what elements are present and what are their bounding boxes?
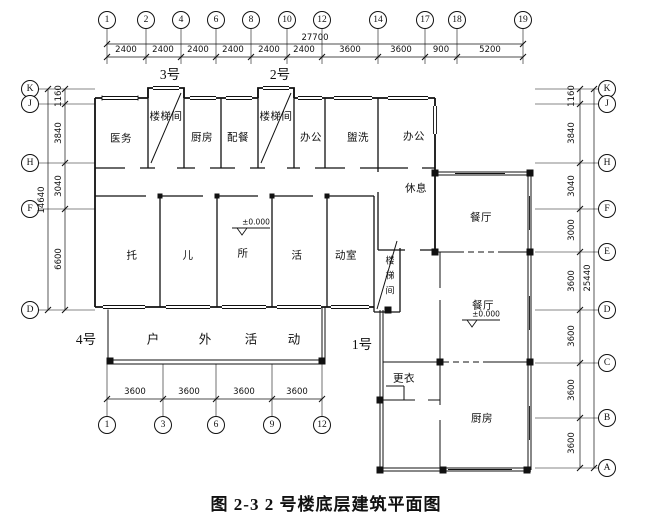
- unit-label: 2号: [269, 67, 291, 82]
- dim-label: 900: [432, 45, 450, 55]
- axis-circle: 8: [242, 11, 260, 29]
- dim-label: 3600: [124, 387, 146, 397]
- outdoor-label-char: 动: [287, 332, 301, 347]
- dim-label: 2400: [115, 45, 137, 55]
- axis-circle: 1: [98, 11, 116, 29]
- axis-circle: E: [598, 243, 616, 261]
- dim-label: 25440: [583, 264, 593, 292]
- dim-label: 2400: [258, 45, 280, 55]
- unit-label: 1号: [351, 337, 373, 352]
- axis-circle: 9: [263, 416, 281, 434]
- outdoor-label-char: 户: [146, 332, 160, 347]
- dim-label: 1160: [567, 85, 577, 107]
- axis-circle: 19: [514, 11, 532, 29]
- axis-circle: H: [21, 154, 39, 172]
- stair-label-char: 间: [385, 285, 395, 296]
- axis-circle: 10: [278, 11, 296, 29]
- dim-label: 3840: [567, 122, 577, 144]
- room-label: 盥洗: [347, 132, 369, 144]
- dim-label: 3600: [339, 45, 361, 55]
- dim-label: 2400: [187, 45, 209, 55]
- axis-circle: 17: [416, 11, 434, 29]
- dim-label: 14640: [37, 186, 47, 214]
- stair-label-char: 楼: [385, 255, 395, 266]
- dim-label: 3600: [233, 387, 255, 397]
- dim-label: 3600: [567, 379, 577, 401]
- outdoor-label-char: 外: [198, 332, 212, 347]
- dim-label: 27700: [301, 33, 329, 43]
- terrace-outline: [107, 307, 326, 365]
- dim-label: 1160: [54, 85, 64, 107]
- axis-circle: 2: [137, 11, 155, 29]
- dim-label: 2400: [222, 45, 244, 55]
- interior-partitions: [95, 88, 435, 313]
- axis-circle: C: [598, 354, 616, 372]
- room-label: 儿: [182, 250, 194, 262]
- room-label: 楼梯间: [259, 111, 293, 123]
- room-label: 办公: [300, 132, 322, 144]
- room-label: 托: [126, 250, 138, 262]
- dim-label: 3600: [567, 270, 577, 292]
- elevation-label: ±0.000: [472, 309, 500, 319]
- axis-circle: B: [598, 409, 616, 427]
- axis-circle: A: [598, 459, 616, 477]
- dim-label: 3600: [390, 45, 412, 55]
- room-label: 办公: [403, 131, 425, 143]
- room-label: 动室: [335, 250, 357, 262]
- elevation-label: ±0.000: [242, 217, 270, 227]
- axis-circle: 12: [313, 11, 331, 29]
- dim-label: 3040: [54, 175, 64, 197]
- columns: [106, 169, 534, 474]
- axis-circle: 14: [369, 11, 387, 29]
- outdoor-label-char: 活: [244, 332, 258, 347]
- dim-label: 2400: [152, 45, 174, 55]
- dim-label: 3600: [178, 387, 200, 397]
- dim-label: 5200: [479, 45, 501, 55]
- axis-circle: J: [598, 95, 616, 113]
- axis-circle: 18: [448, 11, 466, 29]
- room-label: 配餐: [227, 132, 249, 144]
- axis-circle: 3: [154, 416, 172, 434]
- axis-circle: 6: [207, 11, 225, 29]
- room-label: 所: [237, 248, 249, 260]
- dim-label: 3840: [54, 122, 64, 144]
- room-label: 厨房: [191, 132, 213, 144]
- room-label: 餐厅: [470, 212, 492, 224]
- room-label: 医务: [110, 133, 132, 145]
- axis-circle: F: [598, 200, 616, 218]
- unit-label: 4号: [75, 332, 97, 347]
- unit-label: 3号: [159, 67, 181, 82]
- axis-grid-lines: [38, 28, 599, 472]
- axis-circle: 1: [98, 416, 116, 434]
- axis-circle: D: [598, 301, 616, 319]
- axis-circle: J: [21, 95, 39, 113]
- dim-label: 3600: [567, 432, 577, 454]
- axis-circle: F: [21, 200, 39, 218]
- axis-circle: 12: [313, 416, 331, 434]
- dim-label: 2400: [293, 45, 315, 55]
- room-label: 楼梯间: [149, 111, 183, 123]
- windows: [101, 85, 530, 470]
- room-label: 餐厅: [472, 300, 494, 312]
- figure-title: 图 2-3 2 号楼底层建筑平面图: [210, 495, 442, 514]
- dim-label: 3000: [567, 219, 577, 241]
- stair-label-char: 梯: [385, 270, 395, 281]
- dim-label: 3600: [286, 387, 308, 397]
- stair-diagonals: [150, 92, 398, 310]
- axis-circle: 6: [207, 416, 225, 434]
- room-label: 休息: [405, 183, 427, 195]
- dim-label: 3600: [567, 325, 577, 347]
- room-label: 活: [291, 250, 303, 262]
- room-label: 更衣: [393, 373, 415, 385]
- dim-label: 6600: [54, 248, 64, 270]
- dim-label: 3040: [567, 175, 577, 197]
- elevation-marks: [232, 227, 500, 328]
- axis-circle: D: [21, 301, 39, 319]
- annex-building-walls: [379, 171, 532, 472]
- axis-circle: H: [598, 154, 616, 172]
- axis-circle: 4: [172, 11, 190, 29]
- room-label: 厨房: [471, 413, 493, 425]
